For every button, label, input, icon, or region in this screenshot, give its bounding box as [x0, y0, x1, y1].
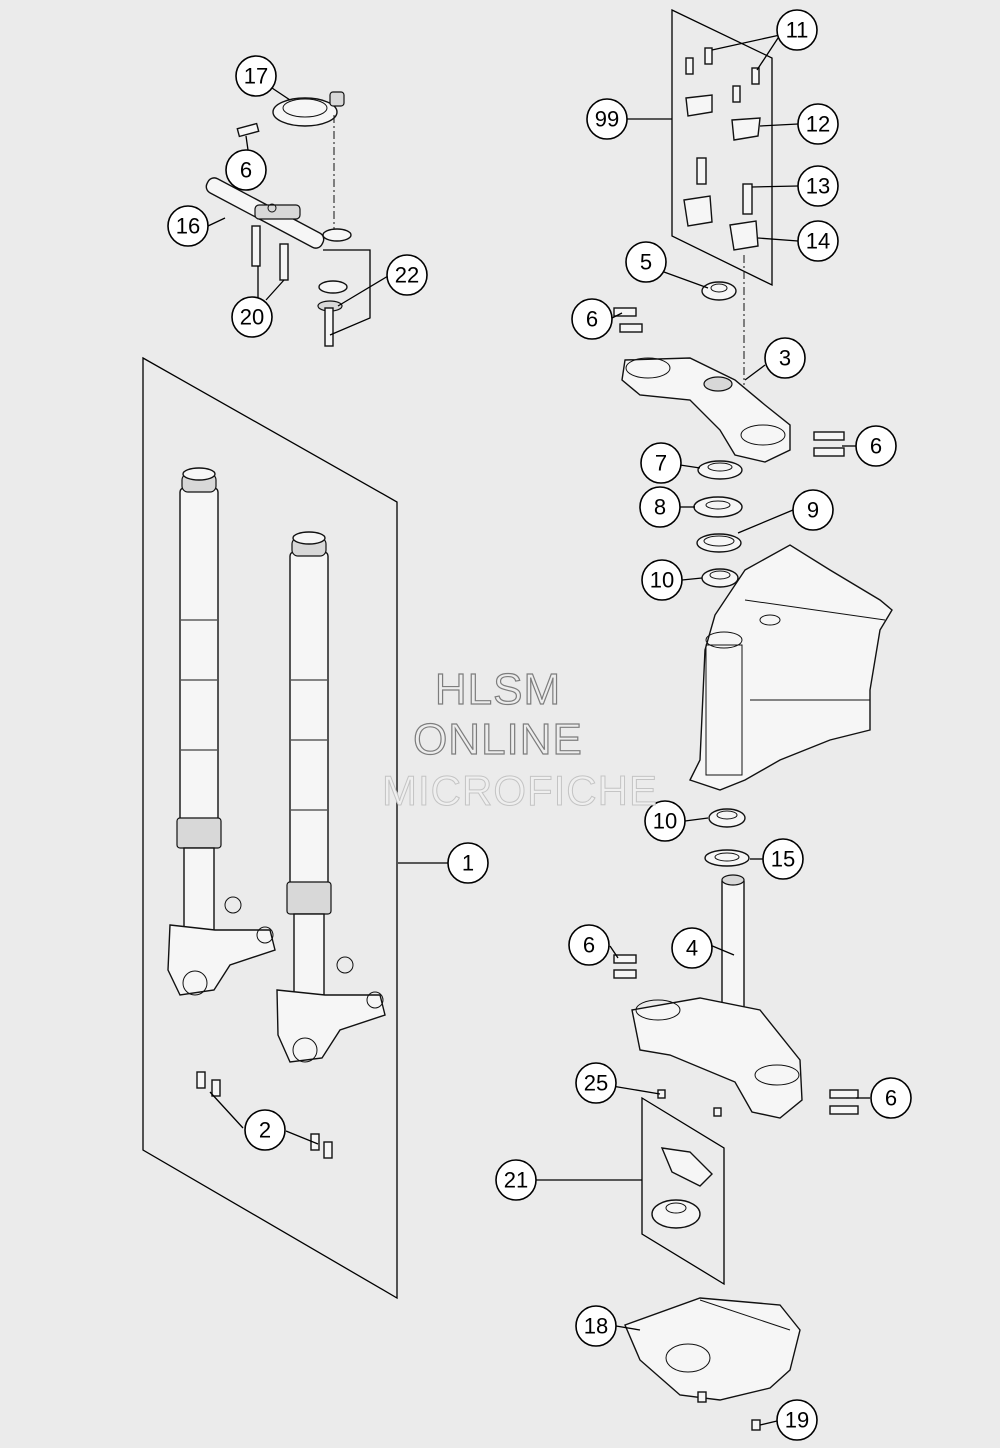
- lower-triple-clamp-4: [631, 874, 803, 1119]
- svg-text:4: 4: [686, 936, 698, 961]
- svg-text:22: 22: [395, 263, 419, 288]
- damper-clamp-17: [272, 91, 345, 127]
- callout-16: 16: [167, 205, 209, 247]
- svg-text:2: 2: [259, 1118, 271, 1143]
- leader-lines: [207, 34, 870, 1426]
- callout-9: 9: [792, 489, 834, 531]
- bearing-10-lower: [708, 808, 746, 828]
- svg-text:9: 9: [807, 498, 819, 523]
- svg-text:6: 6: [586, 307, 598, 332]
- callout-12: 12: [797, 103, 839, 145]
- svg-text:12: 12: [806, 112, 830, 137]
- callout-3: 3: [764, 337, 806, 379]
- callout-99: 99: [586, 98, 628, 140]
- upper-triple-clamp-3: [621, 357, 791, 463]
- callout-6-clamp: 6: [855, 425, 897, 467]
- bearing-seat-8: [693, 496, 743, 518]
- sensor-kit-frame-21: [641, 1096, 725, 1286]
- callout-18: 18: [575, 1305, 617, 1347]
- hardware-kit-parts: [683, 47, 761, 251]
- bolts-6-lower: [613, 954, 859, 1115]
- cover-18: [624, 1297, 801, 1401]
- svg-text:14: 14: [806, 229, 830, 254]
- damper-washers-22: [317, 228, 371, 347]
- frame-head-section: [689, 544, 893, 791]
- callout-1: 1: [447, 842, 489, 884]
- callout-10-lower: 10: [644, 800, 686, 842]
- svg-text:6: 6: [583, 933, 595, 958]
- svg-text:19: 19: [785, 1408, 809, 1433]
- callout-6-damper: 6: [225, 149, 267, 191]
- svg-text:13: 13: [806, 174, 830, 199]
- callout-22: 22: [386, 254, 428, 296]
- callout-13: 13: [797, 165, 839, 207]
- bolt-6-damper: [236, 122, 260, 138]
- svg-text:7: 7: [655, 451, 667, 476]
- callout-11: 11: [776, 9, 818, 51]
- svg-text:6: 6: [870, 434, 882, 459]
- svg-text:8: 8: [654, 495, 666, 520]
- callout-10-upper: 10: [641, 559, 683, 601]
- callout-7: 7: [640, 442, 682, 484]
- callout-20: 20: [231, 296, 273, 338]
- callout-6-lower-right: 6: [870, 1077, 912, 1119]
- callout-14: 14: [797, 220, 839, 262]
- seal-ring-9: [696, 533, 742, 553]
- top-nut-5: [701, 281, 737, 301]
- svg-text:3: 3: [779, 346, 791, 371]
- callout-25: 25: [575, 1062, 617, 1104]
- watermark-line-1: HLSM: [434, 664, 562, 714]
- svg-text:15: 15: [771, 847, 795, 872]
- callout-8: 8: [639, 486, 681, 528]
- callout-2: 2: [244, 1109, 286, 1151]
- hardware-kit-frame-99: [671, 8, 773, 287]
- svg-text:99: 99: [595, 107, 619, 132]
- fork-leg-right: [276, 531, 386, 1063]
- svg-text:6: 6: [240, 158, 252, 183]
- svg-text:25: 25: [584, 1071, 608, 1096]
- svg-text:1: 1: [462, 851, 474, 876]
- svg-text:18: 18: [584, 1314, 608, 1339]
- bolts-6-top: [613, 307, 643, 333]
- callout-5: 5: [625, 241, 667, 283]
- callout-15: 15: [762, 838, 804, 880]
- callout-6-top: 6: [571, 298, 613, 340]
- callout-17: 17: [235, 55, 277, 97]
- callout-4: 4: [671, 927, 713, 969]
- watermark-line-2: ONLINE: [412, 714, 583, 764]
- fork-bolts-2: [196, 1071, 333, 1159]
- watermark-line-3: MICROFICHE: [382, 767, 658, 815]
- svg-text:21: 21: [504, 1168, 528, 1193]
- callout-21: 21: [495, 1159, 537, 1201]
- svg-text:6: 6: [885, 1086, 897, 1111]
- fork-leg-left: [167, 467, 276, 996]
- seal-15: [704, 849, 750, 867]
- callout-19: 19: [776, 1399, 818, 1441]
- steering-damper-16: [205, 177, 325, 249]
- svg-text:11: 11: [786, 18, 809, 43]
- svg-text:5: 5: [640, 250, 652, 275]
- svg-text:17: 17: [244, 64, 268, 89]
- screw-25: [657, 1089, 722, 1117]
- bearing-10-upper: [701, 568, 739, 588]
- bearing-7: [697, 460, 743, 480]
- callout-6-lower-left: 6: [568, 924, 610, 966]
- bolts-6-clamp: [813, 431, 845, 457]
- svg-text:16: 16: [176, 214, 200, 239]
- svg-text:20: 20: [240, 305, 264, 330]
- svg-text:10: 10: [653, 809, 677, 834]
- svg-text:10: 10: [650, 568, 674, 593]
- fork-assembly-frame: [142, 356, 398, 1300]
